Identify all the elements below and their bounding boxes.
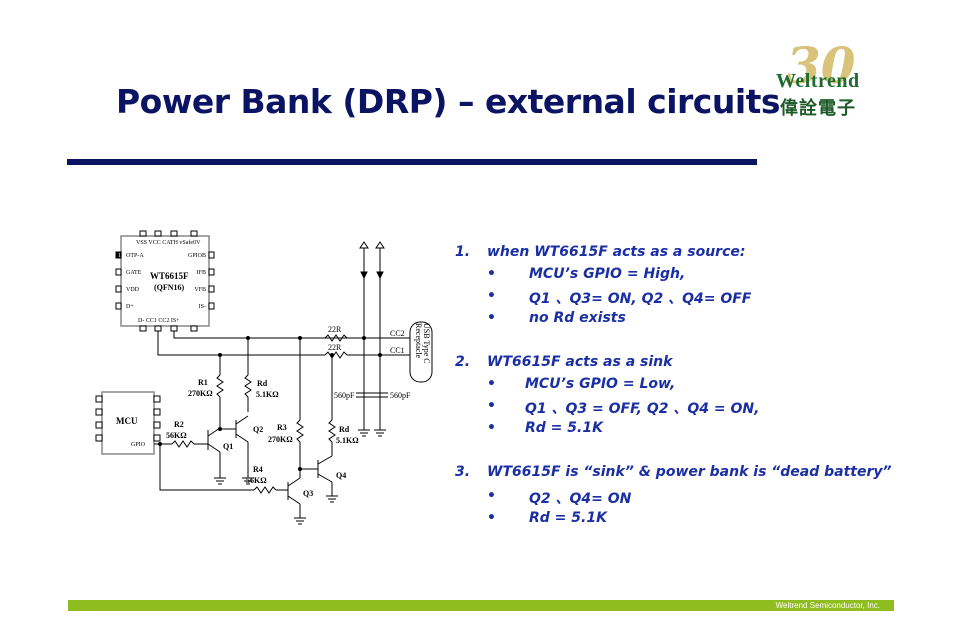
chip-left-pin: VDD bbox=[126, 287, 140, 293]
bullet-text: Q1 、Q3= ON, Q2 、Q4= OFF bbox=[529, 291, 752, 307]
r3-label: R3 bbox=[277, 423, 287, 432]
usb-label-1: USB Type C bbox=[422, 323, 431, 364]
r2-value: 56KΩ bbox=[166, 431, 187, 440]
point-number: 1. bbox=[455, 244, 471, 260]
mcu-gpio-label: GPIO bbox=[131, 442, 146, 448]
point-heading: WT6615F is “sink” & power bank is “dead … bbox=[487, 464, 892, 480]
chip-right-pin: IFB bbox=[197, 270, 206, 276]
chip-name: WT6615F bbox=[150, 271, 189, 281]
bullet-text: Q1 、Q3 = OFF, Q2 、Q4 = ON, bbox=[525, 401, 760, 417]
title-underline bbox=[67, 159, 757, 165]
point-heading: WT6615F acts as a sink bbox=[487, 354, 673, 370]
slide-title: Power Bank (DRP) – external circuits bbox=[116, 82, 781, 121]
bullet-mark: • bbox=[487, 310, 496, 326]
footer-company: Weltrend Semiconductor, Inc. bbox=[775, 601, 880, 610]
chip-right-pin: GPIOB bbox=[188, 253, 206, 259]
bullet-mark: • bbox=[487, 510, 496, 526]
chip-left-pin: D+ bbox=[126, 304, 134, 310]
mcu-chip bbox=[101, 391, 155, 455]
r2-label: R2 bbox=[174, 420, 184, 429]
point-number: 3. bbox=[455, 464, 471, 480]
rd1-value: 5.1KΩ bbox=[256, 390, 279, 399]
wt6615f-chip bbox=[120, 235, 210, 327]
q1-label: Q1 bbox=[223, 442, 233, 451]
company-logo: 30 Weltrend 偉詮電子 bbox=[776, 36, 886, 120]
chip-bottom-pins: D- CC1 CC2 IS+ bbox=[138, 318, 180, 324]
footer-bar: Weltrend Semiconductor, Inc. bbox=[68, 600, 894, 611]
cc2-label: CC2 bbox=[390, 329, 405, 338]
point-number: 2. bbox=[455, 354, 471, 370]
r1-value: 270KΩ bbox=[188, 389, 213, 398]
mcu-label: MCU bbox=[116, 416, 138, 426]
chip-right-pin: IS- bbox=[199, 304, 206, 310]
chip-right-pin: VFB bbox=[194, 287, 206, 293]
bullet-mark: • bbox=[487, 266, 496, 282]
r22b-label: 22R bbox=[328, 343, 342, 352]
r22a-label: 22R bbox=[328, 325, 342, 334]
bullet-mark: • bbox=[487, 376, 496, 392]
bullet-text: MCU’s GPIO = Low, bbox=[525, 376, 676, 392]
brand-chinese: 偉詮電子 bbox=[780, 98, 856, 119]
anniversary-number: 30 bbox=[786, 36, 856, 95]
q3-label: Q3 bbox=[303, 489, 313, 498]
chip-package: (QFN16) bbox=[154, 283, 185, 292]
r3-value: 270KΩ bbox=[268, 435, 293, 444]
brand-name: Weltrend bbox=[776, 70, 860, 92]
q4-label: Q4 bbox=[336, 471, 346, 480]
point-heading: when WT6615F acts as a source: bbox=[487, 244, 746, 260]
bullet-text: MCU’s GPIO = High, bbox=[529, 266, 686, 282]
bullet-text: no Rd exists bbox=[529, 310, 626, 326]
bullet-mark: • bbox=[487, 420, 496, 436]
usb-label-2: Receptacle bbox=[414, 323, 423, 359]
bullet-mark: • bbox=[487, 288, 496, 304]
bullet-mark: • bbox=[487, 488, 496, 504]
bullet-text: Rd = 5.1K bbox=[529, 510, 607, 526]
r4-label: R4 bbox=[253, 465, 263, 474]
rd1-label: Rd bbox=[257, 379, 268, 388]
chip-left-pin: GATE bbox=[126, 270, 142, 276]
r4-value: 56KΩ bbox=[246, 476, 267, 485]
r1-label: R1 bbox=[198, 378, 208, 387]
bullet-text: Rd = 5.1K bbox=[525, 420, 603, 436]
c1-label: 560pF bbox=[334, 391, 355, 400]
rd2-label: Rd bbox=[339, 425, 350, 434]
bullet-mark: • bbox=[487, 398, 496, 414]
bullet-text: Q2 、Q4= ON bbox=[529, 491, 632, 507]
cc1-label: CC1 bbox=[390, 346, 405, 355]
chip-left-pin: OTP-A bbox=[126, 253, 144, 259]
chip-top-pins: VSS VCC CATH vSafe0V bbox=[136, 239, 201, 246]
rd2-value: 5.1KΩ bbox=[336, 436, 359, 445]
c2-label: 560pF bbox=[390, 391, 411, 400]
chip-pin1-label: 1 bbox=[118, 253, 121, 259]
q2-label: Q2 bbox=[253, 425, 263, 434]
